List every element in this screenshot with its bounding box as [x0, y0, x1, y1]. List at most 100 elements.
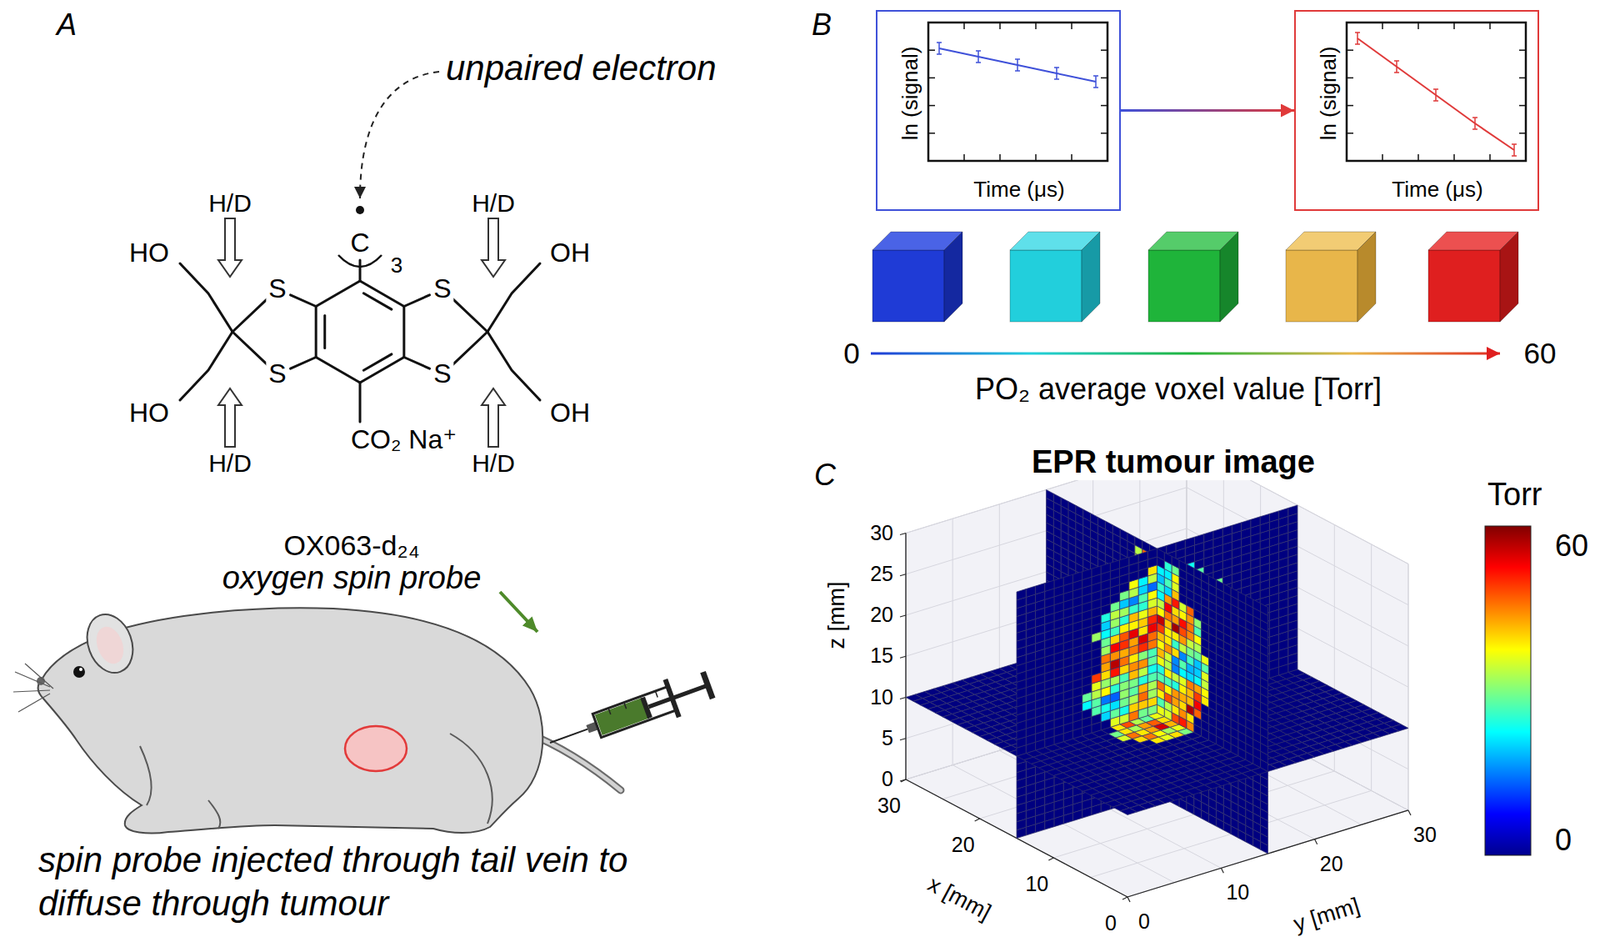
voxel-cube: [1148, 231, 1239, 322]
tumour-3d-plot: [905, 692, 1187, 780]
molecule-structure: [404, 357, 430, 370]
molecule-structure: [180, 263, 233, 332]
syringe-icon: [592, 686, 676, 738]
decay-plot: [1093, 75, 1099, 88]
tumour-3d-plot: [905, 692, 1187, 780]
slice-plane: [1288, 505, 1298, 516]
decay-plot: [1015, 59, 1020, 71]
decay-plot: [928, 22, 1526, 161]
decay-plot: [928, 22, 1108, 161]
mouse-illustration: [15, 671, 50, 687]
isotope-arrow: [218, 218, 505, 447]
decay-plot: [1519, 132, 1526, 135]
molecule-structure: [359, 260, 362, 281]
voxel-cube: [872, 231, 1519, 322]
color-scale-arrow: [870, 352, 1500, 355]
syringe-icon: [648, 685, 707, 707]
voxel-cube: [1081, 231, 1100, 322]
isotope-arrow: [481, 388, 505, 447]
molecule-structure: [315, 280, 360, 307]
tumour-3d-plot: [1186, 445, 1409, 810]
decay-plot: [1519, 49, 1526, 51]
decay-plot: [1489, 22, 1491, 30]
syringe-icon: [595, 697, 650, 735]
decay-plot: [975, 50, 981, 63]
decay-plot: [1346, 77, 1354, 80]
tumour-3d-plot: [1127, 896, 1130, 902]
isotope-arrow: [218, 388, 242, 447]
syringe-icon: [655, 690, 658, 698]
tumour-3d-plot: [900, 615, 906, 617]
decay-plot: [963, 22, 965, 30]
decay-plot: [939, 48, 1096, 82]
tumour-3d-plot: [1408, 810, 1411, 815]
tumour-3d-plot: [1315, 839, 1318, 845]
tumour-3d-plot: [905, 528, 1187, 615]
tumour-3d-plot: [975, 818, 980, 821]
decay-plot: [1394, 60, 1400, 73]
syringe-icon: [700, 670, 715, 700]
syringe-icon: [550, 729, 588, 743]
mouse-illustration: [25, 663, 54, 689]
tumour-3d-plot: [900, 655, 906, 658]
voxel-cube: [1500, 231, 1519, 322]
decay-plot: [1355, 32, 1360, 45]
decay-plot: [1346, 22, 1526, 161]
decay-plot: [1453, 154, 1455, 161]
decay-plot: [928, 77, 935, 80]
decay-plot: [1054, 67, 1060, 80]
molecule-structure: [404, 295, 430, 307]
decay-plot: [1035, 154, 1037, 161]
decay-plot: [1100, 132, 1108, 135]
molecule-structure: [359, 382, 362, 422]
mouse-illustration: [38, 607, 544, 833]
molecule-structure: [315, 306, 318, 358]
tumour-site: [345, 725, 407, 771]
tumour-3d-plot: [980, 731, 1261, 819]
molecule-structure: [363, 293, 392, 310]
voxel-cube: [1010, 250, 1082, 322]
decay-plot: [1489, 154, 1491, 161]
tumour-3d-plot: [900, 574, 906, 576]
tumour-3d-plot: [1053, 770, 1335, 858]
mouse-illustration: [13, 607, 621, 833]
tumour-3d-plot: [1090, 790, 1372, 877]
decay-plot: [1472, 117, 1478, 130]
mouse-illustration: [73, 665, 85, 678]
pointer-arrow: [360, 71, 440, 199]
decay-plot: [936, 42, 942, 55]
mouse-illustration: [18, 693, 50, 712]
voxel-cube: [872, 250, 945, 322]
syringe-icon: [543, 665, 718, 761]
tumour-3d-plot: [1093, 721, 1315, 840]
voxel-cube: [1357, 231, 1376, 322]
mouse-illustration: [79, 607, 140, 679]
mouse-illustration: [13, 690, 50, 692]
decay-plot: [1433, 89, 1439, 101]
molecule-structure: [290, 295, 317, 307]
molecule-structure: [315, 357, 360, 384]
tumour-3d-plot: [999, 750, 1221, 868]
tumour-3d-plot: [900, 533, 906, 535]
pointer-arrow: [500, 591, 538, 632]
tumour-3d-plot: [952, 765, 1175, 883]
decay-plot: [1070, 22, 1073, 30]
tumour-3d-plot: [905, 487, 1187, 575]
molecule-structure: [402, 306, 405, 358]
tumour-3d-plot: [1127, 810, 1409, 897]
mouse-illustration: [450, 733, 493, 824]
tumour-3d-plot: [905, 569, 1187, 656]
tumour-3d-plot: [1127, 810, 1409, 897]
decay-plot: [1511, 144, 1517, 156]
tumour-3d-plot: [1220, 867, 1224, 873]
voxel-cube: [1220, 231, 1239, 322]
molecule-structure: [452, 299, 488, 332]
molecule-structure: [232, 299, 268, 332]
decay-plot: [1453, 22, 1455, 30]
voxel-cube: [1428, 231, 1519, 322]
mouse-illustration: [208, 800, 220, 829]
decay-plot: [963, 154, 965, 161]
molecule-structure: [487, 331, 540, 400]
voxel-cube: [1010, 231, 1100, 322]
decay-plot: [1346, 49, 1354, 51]
